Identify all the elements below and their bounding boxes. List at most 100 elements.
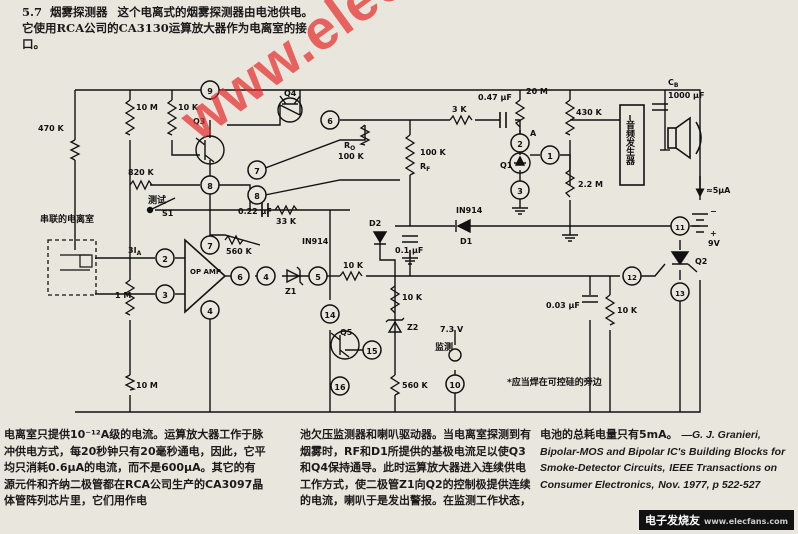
svg-text:8: 8 [254, 192, 260, 201]
c047-plates [499, 112, 507, 128]
section-heading: 烟雾探测器 [50, 5, 108, 19]
label-3k: 3 K [452, 105, 467, 114]
label-q1: Q1 [500, 161, 513, 170]
ground-icons [402, 200, 578, 265]
label-10k-right: 10 K [617, 306, 638, 315]
ref-title: Bipolar-MOS and Bipolar IC's Building Bl… [540, 445, 786, 475]
body-text-column-3: 电池的总耗电量只有5mA。 —G. J. Granieri, Bipolar-M… [540, 427, 796, 493]
node-9: 9 [200, 80, 220, 100]
label-c047: 0.47 µF [478, 93, 512, 102]
capacitors [261, 103, 668, 303]
label-560k-a: 560 K [226, 247, 252, 256]
site-logo-url: www.elecfans.com [704, 517, 788, 526]
node-2b: 2 [510, 133, 530, 153]
label-q4: Q4 [284, 89, 297, 98]
z1-symbol [286, 266, 304, 286]
r560k-b-body [389, 374, 401, 396]
resistors [69, 99, 616, 396]
label-note: *应当焊在可控硅的旁边 [507, 376, 603, 388]
svg-text:7: 7 [254, 167, 260, 176]
node-3: 3 [155, 284, 175, 304]
node-12: 12 [622, 266, 642, 286]
node-13: 13 [670, 282, 690, 302]
r10m-top-body [124, 99, 136, 136]
svg-text:9: 9 [207, 87, 213, 96]
label-q3: Q3 [193, 117, 205, 126]
svg-text:3: 3 [517, 187, 523, 196]
speaker-icon [667, 116, 702, 160]
q1-symbol [509, 152, 531, 174]
node-7: 7 [200, 235, 220, 255]
label-d2: D2 [369, 219, 381, 228]
svg-text:10: 10 [449, 381, 461, 390]
svg-text:12: 12 [627, 274, 637, 282]
label-10m-bot: 10 M [136, 381, 158, 390]
node-10: 10 [445, 374, 465, 394]
c01-plates [402, 235, 418, 243]
test-switch [146, 197, 176, 214]
op-amp-symbol [184, 238, 227, 314]
c022-plates [261, 203, 269, 217]
node-5: 5 [308, 266, 328, 286]
ref-author: —G. J. Granieri, [681, 429, 761, 441]
component-labels: 470 K 10 M 10 K 820 K 33 K 560 K 1 M 10 … [38, 78, 731, 390]
label-1m: 1 M [115, 291, 131, 300]
node-6: 6 [320, 110, 340, 130]
label-q5: Q5 [340, 328, 353, 337]
ground-icon [512, 200, 528, 215]
r560k-a-body [224, 234, 244, 246]
ref-date: Nov. 1977, p 522-527 [658, 478, 761, 491]
body-text-col3: 电池的总耗电量只有5mA。 [540, 428, 678, 441]
r430k-body [564, 99, 576, 136]
svg-text:14: 14 [324, 311, 336, 320]
battery-sense-lamp [448, 348, 462, 362]
d1-symbol [455, 218, 471, 234]
svg-text:7: 7 [207, 242, 213, 251]
section-number: 5.7 [22, 5, 43, 19]
q4-symbol [277, 97, 303, 123]
q3-symbol [195, 135, 225, 165]
r22m-body [564, 169, 576, 198]
node-7b: 7 [247, 160, 267, 180]
label-9v: 9V [708, 239, 721, 248]
svg-text:6: 6 [237, 273, 243, 282]
label-chamber: 串联的电离室 [40, 213, 94, 225]
ground-icon [562, 230, 578, 242]
node-14: 14 [320, 304, 340, 324]
label-current-5ua: ≈5µA [706, 186, 731, 195]
svg-text:8: 8 [207, 182, 213, 191]
svg-text:4: 4 [207, 307, 213, 316]
label-z1: Z1 [285, 287, 297, 296]
label-d1-type: IN914 [456, 206, 483, 215]
node-11: 11 [670, 216, 690, 236]
ionization-chamber-box [47, 239, 97, 296]
intro-paragraph: 5.7 烟雾探测器这个电离式的烟雾探测器由电池供电。它使用RCA公司的CA3130… [22, 4, 322, 52]
label-cb: CB [668, 78, 679, 89]
label-node-a: A [530, 129, 537, 138]
body-text-column-2: 池欠压监测器和喇叭驱动器。当电离室探测到有烟雾时，RF和D1所提供的基极电流足以… [300, 428, 531, 507]
z2-symbol [385, 317, 405, 333]
r3k-body [449, 114, 473, 126]
ground-icon [402, 250, 418, 265]
node-4: 4 [200, 300, 220, 320]
label-560k-b: 560 K [402, 381, 428, 390]
label-test: 测试 [148, 194, 166, 206]
label-opamp: OP AMP [190, 268, 221, 276]
node-2: 2 [155, 248, 175, 268]
node-8b: 8 [247, 185, 267, 205]
label-d1: D1 [460, 237, 473, 246]
rf-body [404, 134, 416, 176]
label-10k-mid: 10 K [343, 261, 364, 270]
label-c01: 0.1 µF [395, 246, 423, 255]
label-ro: RO [344, 141, 355, 152]
intro-text: 这个电离式的烟雾探测器由电池供电。它使用RCA公司的CA3130运算放大器作为电… [22, 5, 314, 51]
node-4b: 4 [256, 266, 276, 286]
r10k-top-body [166, 99, 178, 136]
label-470k: 470 K [38, 124, 64, 133]
svg-text:6: 6 [327, 117, 333, 126]
label-c003: 0.03 µF [546, 301, 580, 310]
node-6b: 6 [230, 266, 250, 286]
node-16: 16 [330, 376, 350, 396]
ref-source: IEEE Transactions on Consumer Electronic… [540, 462, 778, 491]
svg-text:4: 4 [263, 273, 269, 282]
